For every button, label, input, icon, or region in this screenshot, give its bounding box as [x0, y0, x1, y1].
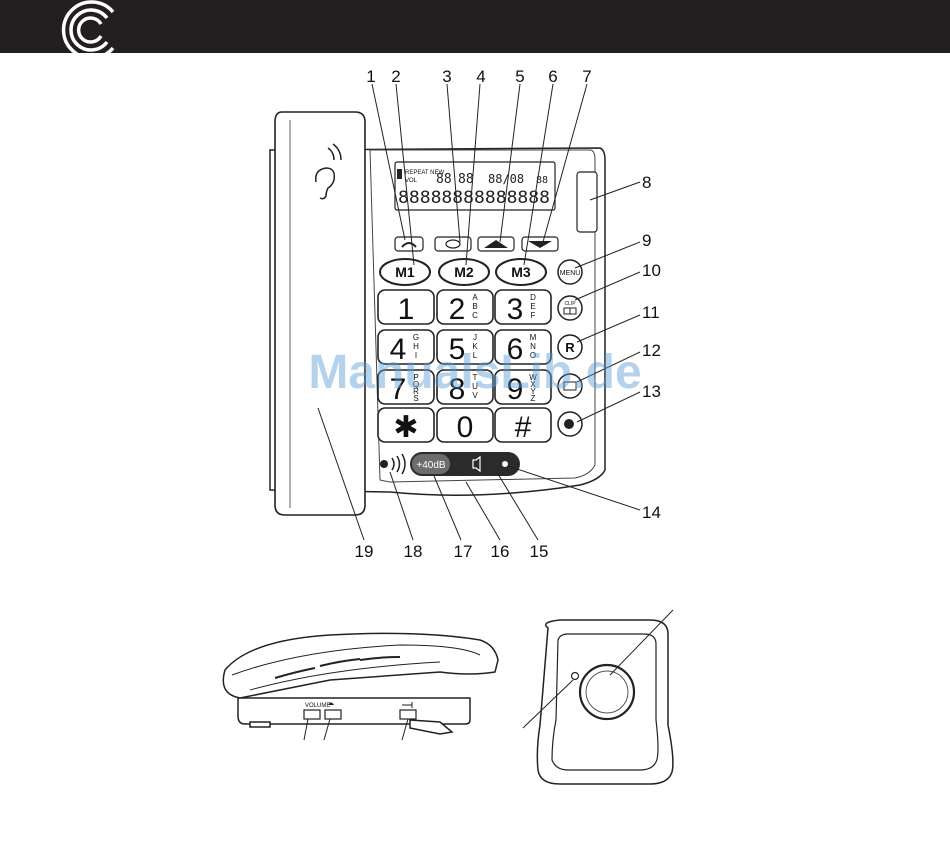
- callout-10: 10: [642, 261, 661, 280]
- keypad-key[interactable]: #: [495, 408, 551, 444]
- callout-11: 11: [642, 303, 660, 322]
- callout-15: 15: [530, 542, 549, 561]
- memory-key-m3[interactable]: M3: [496, 259, 546, 285]
- callout-3: 3: [442, 67, 451, 86]
- watermark: ManualsLib.de: [308, 346, 641, 399]
- callout-9: 9: [642, 231, 651, 250]
- callout-7: 7: [582, 67, 591, 86]
- callout-6: 6: [548, 67, 557, 86]
- side-slot: [577, 172, 597, 232]
- memory-key-m1[interactable]: M1: [380, 259, 430, 285]
- keypad-key-letter: C: [472, 311, 478, 320]
- callout-1: 1: [366, 67, 375, 86]
- volume-switch[interactable]: [304, 710, 320, 719]
- lcd-digits-c: 88/08: [488, 172, 524, 186]
- callout-4: 4: [476, 67, 485, 86]
- keypad-key-digit: 1: [398, 293, 415, 326]
- keypad-key-digit: #: [515, 411, 532, 444]
- lcd-label-vol: VOL: [405, 178, 418, 184]
- keypad-key-digit: 3: [507, 293, 524, 326]
- callout-17: 17: [454, 542, 473, 561]
- socket: [400, 710, 416, 719]
- keypad-key[interactable]: 0: [437, 408, 493, 444]
- memory-key-m2[interactable]: M2: [439, 259, 489, 285]
- clip-button[interactable]: CLIP: [558, 296, 582, 320]
- indicator-led: [380, 460, 388, 468]
- battery-icon: [397, 169, 402, 179]
- callout-12: 12: [642, 341, 661, 360]
- lcd-digits-b: 88: [458, 172, 474, 187]
- boost-button-label: +40dB: [416, 460, 446, 471]
- keypad-key-letter: A: [472, 293, 478, 302]
- keypad-key-digit: 2: [449, 293, 466, 326]
- keypad-key-digit: 0: [457, 411, 474, 444]
- keypad-key[interactable]: 1: [378, 290, 434, 326]
- callout-19: 19: [355, 542, 374, 561]
- callout-2: 2: [391, 67, 400, 86]
- callout-13: 13: [642, 382, 661, 401]
- keypad-key-digit: ✱: [393, 411, 418, 444]
- callout-5: 5: [515, 67, 524, 86]
- callout-18: 18: [404, 542, 423, 561]
- clip-button-label: CLIP: [564, 301, 576, 307]
- lcd-line2: 88888888888888: [398, 188, 550, 208]
- handsfree-button[interactable]: [558, 412, 582, 436]
- mute-led-icon[interactable]: [502, 461, 508, 467]
- keypad-key-letter: B: [472, 302, 477, 311]
- keypad-key[interactable]: ✱: [378, 408, 434, 444]
- menu-button-label: MENU: [560, 270, 581, 277]
- handset-body: [275, 112, 365, 515]
- callout-8: 8: [642, 173, 651, 192]
- keypad-key-letter: J: [473, 333, 477, 342]
- keypad-key-letter: E: [530, 302, 535, 311]
- ringer-switch[interactable]: [325, 710, 341, 719]
- memory-key-m2-label: M2: [454, 264, 474, 280]
- keypad-key-letter: G: [413, 333, 419, 342]
- dot-icon: [564, 419, 574, 429]
- callout-16: 16: [491, 542, 510, 561]
- menu-button[interactable]: MENU: [558, 260, 582, 284]
- keypad-key-letter: D: [530, 293, 536, 302]
- delete-button[interactable]: [435, 237, 471, 251]
- side-volume-label: VOLUME: [305, 703, 330, 709]
- pendant-led: [572, 673, 579, 680]
- emergency-call-button[interactable]: [580, 665, 634, 719]
- callout-14: 14: [642, 503, 661, 522]
- side-view-phone: [223, 633, 498, 734]
- memory-key-m1-label: M1: [395, 264, 415, 280]
- memory-key-m3-label: M3: [511, 264, 531, 280]
- keypad-key-letter: F: [531, 311, 536, 320]
- keypad-key-letter: M: [530, 333, 537, 342]
- lcd-digits-a: 88: [436, 172, 452, 187]
